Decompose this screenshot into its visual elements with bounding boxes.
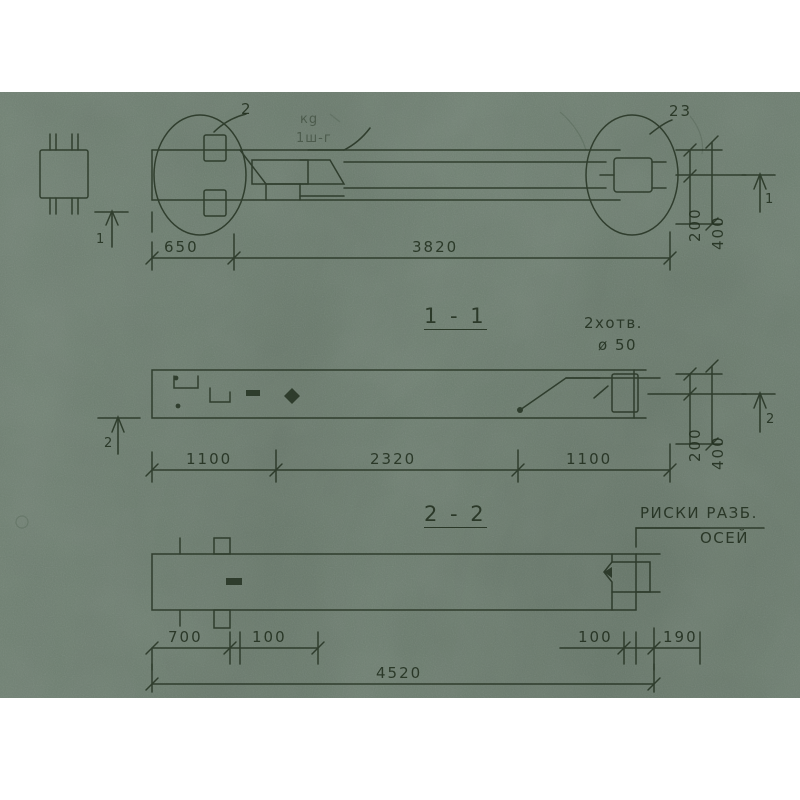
s11-section-mark-left: 2 — [104, 436, 114, 451]
s11-dim-1100-right: 1100 — [566, 450, 613, 468]
s22-dim-100-left: 100 — [252, 628, 287, 646]
axis-mark-note-top: РИСКИ РАЗБ. — [640, 504, 758, 522]
plan-dim-650: 650 — [164, 238, 199, 256]
plan-load-note-bottom: 1ш-г — [296, 131, 332, 146]
plan-section-mark-right: 1 — [765, 192, 775, 207]
plan-vdim-400: 400 — [709, 215, 727, 250]
plan-callout-23: 23 — [669, 102, 693, 120]
plan-section-mark-left: 1 — [96, 232, 106, 247]
s22-dim-190: 190 — [663, 628, 698, 646]
hole-note-top: 2хотв. — [584, 314, 643, 332]
s11-section-mark-right: 2 — [766, 412, 776, 427]
plan-vdim-200: 200 — [686, 207, 704, 242]
s22-dim-700: 700 — [168, 628, 203, 646]
s11-vdim-200: 200 — [686, 427, 704, 462]
plan-load-note-top: кg — [300, 112, 319, 127]
section-1-1-title: 1 - 1 — [424, 304, 487, 330]
s11-vdim-400: 400 — [709, 435, 727, 470]
plan-dim-3820: 3820 — [412, 238, 459, 256]
s11-dim-1100-left: 1100 — [186, 450, 233, 468]
section-2-2-title: 2 - 2 — [424, 502, 487, 528]
blueprint-paper: 2 23 кg 1ш-г 650 3820 200 400 1 1 1 - 1 … — [0, 92, 800, 698]
axis-mark-note-bottom: ОСЕЙ — [700, 529, 749, 547]
plan-callout-2: 2 — [241, 100, 253, 118]
s22-dim-total-4520: 4520 — [376, 664, 423, 682]
s11-dim-2320: 2320 — [370, 450, 417, 468]
drawing-linework — [15, 111, 776, 693]
s22-dim-100-right: 100 — [578, 628, 613, 646]
hole-note-bottom: ø 50 — [598, 336, 638, 354]
